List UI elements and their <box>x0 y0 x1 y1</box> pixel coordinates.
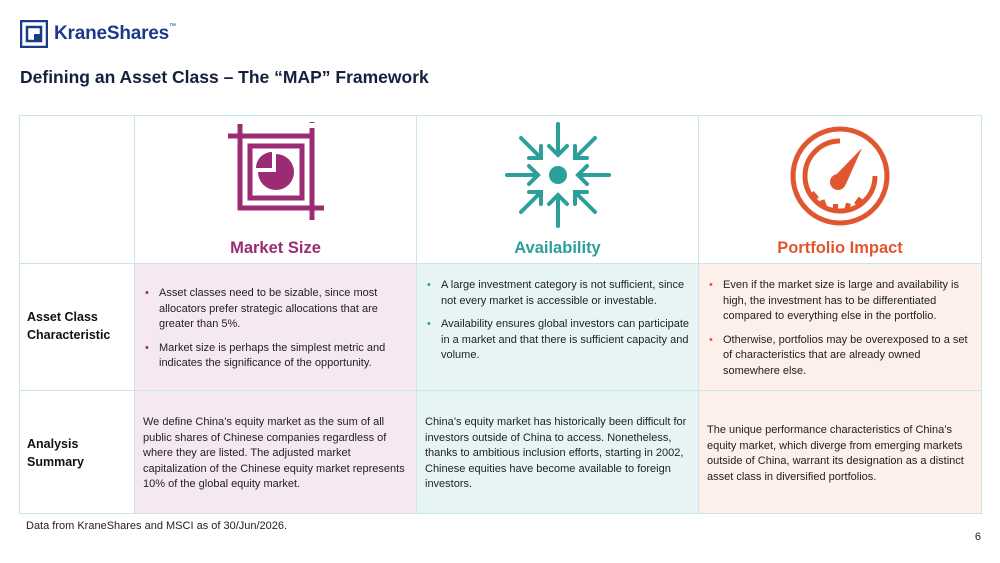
cell-characteristic-market-size: Asset classes need to be sizable, since … <box>134 263 417 391</box>
page-title: Defining an Asset Class – The “MAP” Fram… <box>20 67 429 87</box>
bullet-list: Asset classes need to be sizable, since … <box>143 286 408 380</box>
header-availability: Availability <box>416 115 699 264</box>
heading-portfolio-impact: Portfolio Impact <box>777 239 903 257</box>
cell-summary-availability: China’s equity market has historically b… <box>416 390 699 514</box>
row-label-summary-line2: Summary <box>27 455 84 469</box>
list-item: Otherwise, portfolios may be overexposed… <box>707 333 973 380</box>
summary-text-portfolio-impact: The unique performance characteristics o… <box>707 424 964 483</box>
row-label-summary: Analysis Summary <box>19 390 135 514</box>
summary-text-availability: China’s equity market has historically b… <box>425 416 687 490</box>
row-label-summary-line1: Analysis <box>27 437 79 451</box>
heading-market-size: Market Size <box>230 239 321 257</box>
row-label-characteristic-line2: Characteristic <box>27 328 111 342</box>
footnote: Data from KraneShares and MSCI as of 30/… <box>26 520 288 532</box>
pie-chart-frame-icon <box>227 122 324 220</box>
cell-summary-market-size: We define China’s equity market as the s… <box>134 390 417 514</box>
bullet-list: Even if the market size is large and ava… <box>707 278 973 387</box>
converging-arrows-icon <box>504 122 611 228</box>
list-item: A large investment category is not suffi… <box>425 278 690 309</box>
header-portfolio-impact: Portfolio Impact <box>698 115 982 264</box>
row-label-characteristic-line1: Asset Class <box>27 310 98 324</box>
page-number: 6 <box>974 531 981 543</box>
cell-characteristic-availability: A large investment category is not suffi… <box>416 263 699 391</box>
header-market-size: Market Size <box>134 115 417 264</box>
summary-text-market-size: We define China’s equity market as the s… <box>143 416 405 490</box>
kraneshares-logo-icon <box>20 20 48 48</box>
list-item: Availability ensures global investors ca… <box>425 317 690 364</box>
cell-summary-portfolio-impact: The unique performance characteristics o… <box>698 390 982 514</box>
list-item: Market size is perhaps the simplest metr… <box>143 341 408 372</box>
cell-characteristic-portfolio-impact: Even if the market size is large and ava… <box>698 263 982 391</box>
map-framework-table: Market Size Av <box>19 115 982 514</box>
brand-logo: KraneShares™ <box>20 19 176 49</box>
list-item: Asset classes need to be sizable, since … <box>143 286 408 333</box>
list-item: Even if the market size is large and ava… <box>707 278 973 325</box>
heading-availability: Availability <box>514 239 601 257</box>
gauge-icon <box>790 126 890 226</box>
row-label-characteristic: Asset Class Characteristic <box>19 263 135 391</box>
brand-name: KraneShares™ <box>54 23 176 44</box>
bullet-list: A large investment category is not suffi… <box>425 278 690 372</box>
header-empty-cell <box>19 115 135 264</box>
